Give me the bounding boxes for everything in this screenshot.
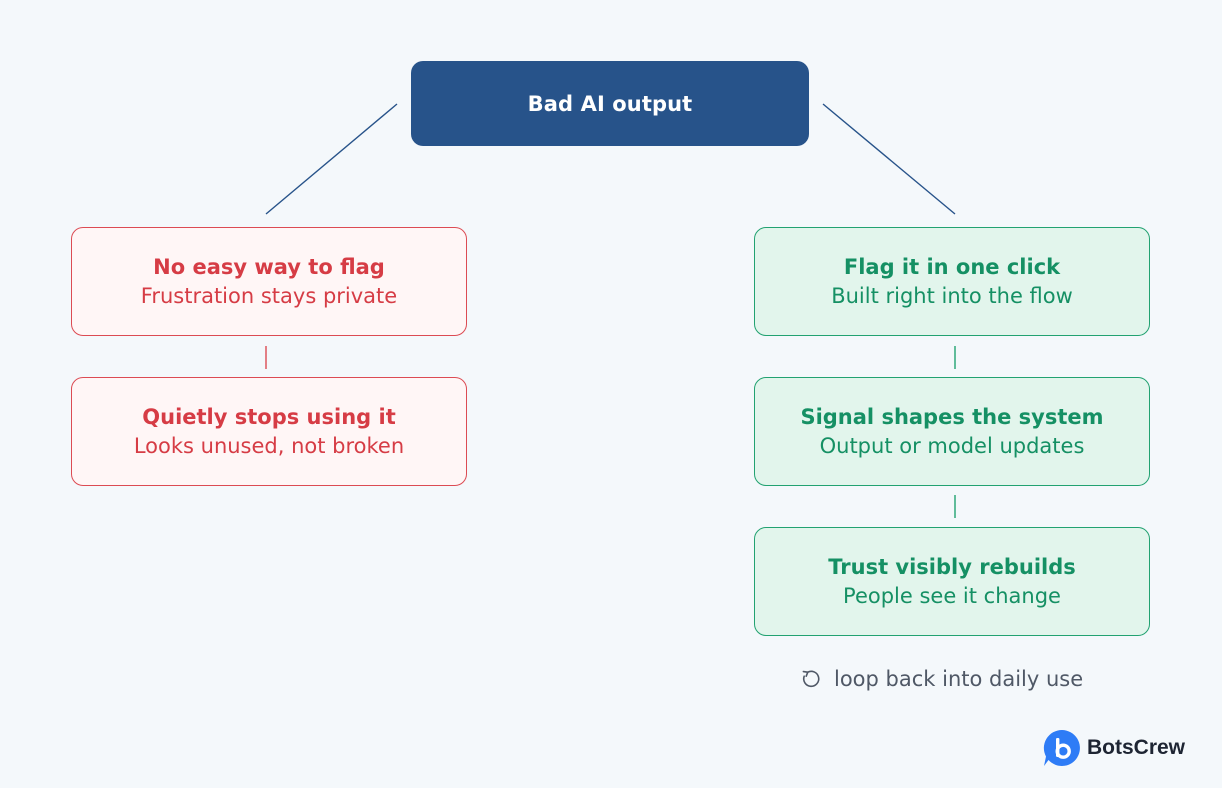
root-to-right-connector [822, 103, 956, 215]
node-title: Quietly stops using it [142, 404, 396, 429]
botscrew-logo [1043, 729, 1080, 766]
node-subtitle: Built right into the flow [831, 283, 1073, 308]
root-to-left-connector [265, 103, 398, 215]
right-node-flag-one-click: Flag it in one click Built right into th… [754, 227, 1150, 336]
right-node-trust-rebuilds: Trust visibly rebuilds People see it cha… [754, 527, 1150, 636]
root-node: Bad AI output [411, 61, 809, 146]
loop-note: loop back into daily use [798, 664, 1083, 694]
brand-name: BotsCrew [1087, 736, 1186, 759]
node-title: Trust visibly rebuilds [828, 554, 1076, 579]
node-subtitle: Looks unused, not broken [133, 433, 405, 458]
left-node-no-easy-flag: No easy way to flag Frustration stays pr… [71, 227, 467, 336]
brand: BotsCrew [1043, 729, 1185, 767]
left-node-stops-using: Quietly stops using it Looks unused, not… [71, 377, 467, 486]
loop-note-text: loop back into daily use [834, 667, 1084, 691]
node-title: No easy way to flag [153, 254, 385, 279]
node-title: Signal shapes the system [800, 404, 1104, 429]
root-node-label: Bad AI output [527, 91, 693, 116]
right-node-signal-shapes: Signal shapes the system Output or model… [754, 377, 1150, 486]
refresh-icon [802, 670, 820, 688]
node-subtitle: Frustration stays private [140, 283, 398, 308]
node-title: Flag it in one click [843, 254, 1061, 279]
node-subtitle: Output or model updates [819, 433, 1085, 458]
node-subtitle: People see it change [843, 583, 1061, 608]
